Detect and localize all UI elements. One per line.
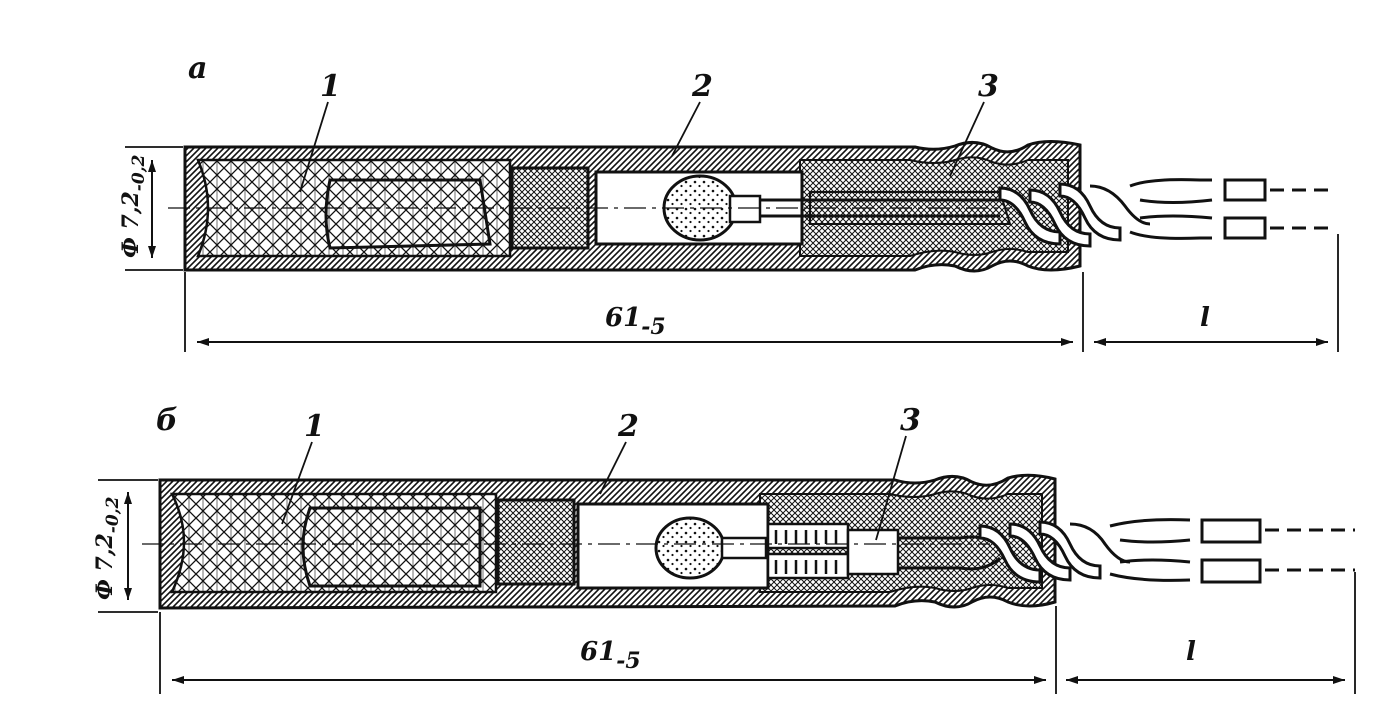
panel-b-length-dim: 61-5 l: [159, 572, 1356, 694]
panel-a-cap: [324, 178, 492, 250]
panel-b-primer: [496, 498, 576, 586]
panel-b-diameter-dim: Ф 7,2-0,2: [92, 479, 158, 613]
panel-a-callouts: 1 2 3: [299, 69, 999, 193]
panel-a-diameter-tolerance: -0,2: [129, 154, 149, 191]
panel-a-twisted-leads: [998, 182, 1151, 248]
panel-a-callout-1: 1: [320, 69, 341, 104]
panel-a-wire-tube: [809, 191, 1012, 225]
panel-b-callout-3: 3: [900, 403, 921, 438]
panel-b: б: [92, 403, 1356, 694]
panel-a-diameter-dim: Ф 7,2-0,2: [118, 146, 183, 271]
panel-b-igniter-bead: [654, 516, 726, 580]
panel-a-lead-length: l: [1200, 303, 1210, 333]
panel-b-cap: [301, 506, 482, 588]
panel-a-length-tolerance: -5: [641, 314, 665, 340]
panel-a-callout-2: 2: [691, 69, 713, 104]
svg-text:61-5: 61-5: [580, 637, 641, 674]
panel-b-length-tolerance: -5: [616, 648, 640, 674]
panel-a: а: [118, 51, 1339, 352]
panel-a-crimp-fill: [799, 156, 1069, 257]
panel-b-callouts: 1 2 3: [281, 403, 921, 541]
svg-text:Ф 7,2-0,2: Ф 7,2-0,2: [92, 496, 123, 600]
panel-b-lead-length: l: [1186, 637, 1196, 667]
panel-b-length-label: 61: [580, 637, 616, 667]
panel-a-letter: а: [188, 51, 207, 86]
panel-b-lead-wires: [1109, 518, 1355, 584]
panel-a-length-dim: 61-5 l: [184, 234, 1339, 352]
panel-b-diameter-label: Ф 7,2: [92, 533, 118, 600]
panel-a-length-label: 61: [605, 303, 641, 333]
panel-a-lead-wires: [1129, 178, 1330, 240]
svg-text:61-5: 61-5: [605, 303, 666, 340]
panel-b-callout-1: 1: [304, 409, 325, 444]
panel-b-letter: б: [156, 403, 178, 438]
panel-a-bead-holder: [728, 194, 762, 224]
panel-a-diameter-label: Ф 7,2: [118, 191, 144, 258]
panel-b-diameter-tolerance: -0,2: [103, 496, 123, 533]
panel-b-callout-2: 2: [617, 409, 639, 444]
panel-a-callout-3: 3: [978, 69, 999, 104]
svg-text:Ф 7,2-0,2: Ф 7,2-0,2: [118, 154, 149, 258]
panel-b-twisted-leads: [978, 520, 1131, 584]
panel-a-wires-inner: [760, 198, 1000, 218]
